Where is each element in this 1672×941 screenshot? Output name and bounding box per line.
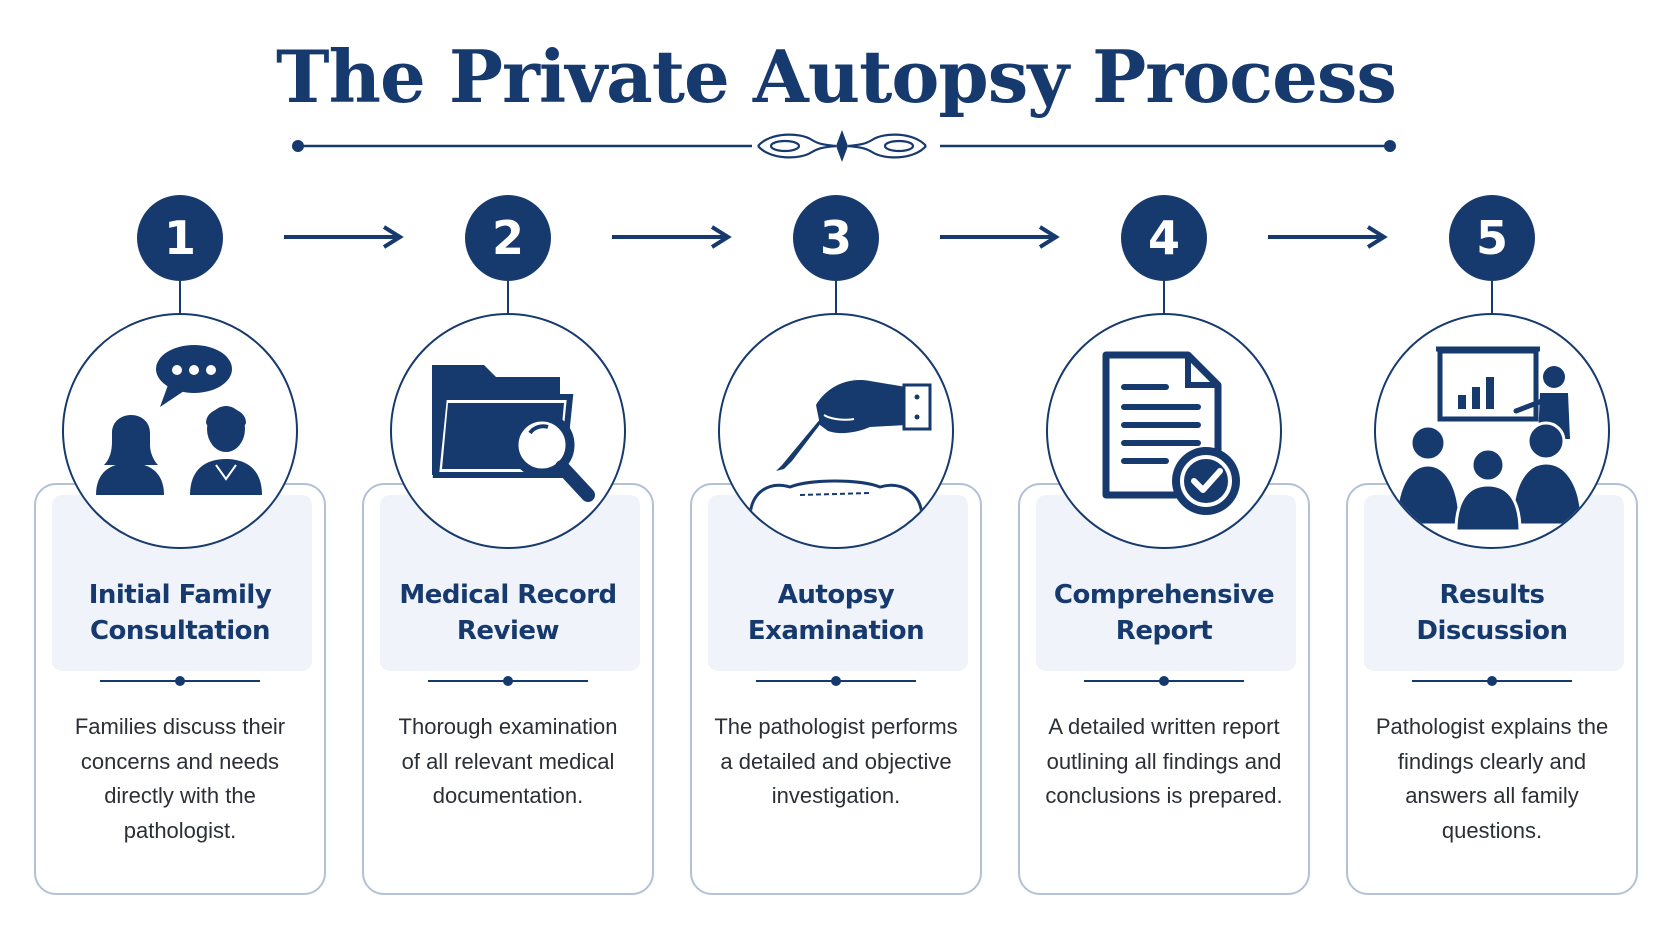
report-check-icon	[1102, 351, 1240, 515]
step-description: The pathologist performs a detailed and …	[714, 714, 958, 808]
step-4: 4 Comprehensive Report A detailed writte…	[1018, 195, 1310, 895]
step-number-badge: 3	[793, 195, 879, 281]
arrow-right-icon	[940, 225, 1060, 249]
title-separator	[1084, 676, 1244, 686]
step-2: 2 Medical Record Review Thorough examina…	[362, 195, 654, 895]
title-separator	[428, 676, 588, 686]
step-number-badge: 4	[1121, 195, 1207, 281]
arrow-right-icon	[1268, 225, 1388, 249]
icon-badge	[62, 313, 298, 549]
step-card	[362, 483, 654, 895]
arrow-right-icon	[284, 225, 404, 249]
step-card	[1346, 483, 1638, 895]
step-number-badge: 1	[137, 195, 223, 281]
step-title: Comprehensive Report	[1053, 580, 1275, 646]
step-title: Autopsy Examination	[747, 580, 925, 646]
icon-badge	[1374, 313, 1610, 549]
connector-line	[1491, 281, 1493, 313]
consultation-icon	[96, 345, 262, 495]
step-description: A detailed written report outlining all …	[1045, 714, 1283, 808]
title-separator	[756, 676, 916, 686]
scalpel-hand-icon	[748, 358, 932, 516]
arrow-right-icon	[612, 225, 732, 249]
step-number-badge: 5	[1449, 195, 1535, 281]
step-3: 3 Autopsy Examination The pathologist pe…	[690, 195, 982, 895]
icon-badge	[718, 313, 954, 549]
folder-search-icon	[432, 365, 595, 502]
title-separator	[100, 676, 260, 686]
icon-badge	[1046, 313, 1282, 549]
step-number-badge: 2	[465, 195, 551, 281]
step-title: Initial Family Consultation	[88, 580, 272, 646]
step-title: Results Discussion	[1416, 580, 1568, 646]
connector-line	[179, 281, 181, 313]
step-description: Pathologist explains the findings clearl…	[1375, 714, 1609, 843]
step-description: Thorough examination of all relevant med…	[398, 714, 618, 808]
step-card	[34, 483, 326, 895]
presentation-icon	[1394, 346, 1584, 533]
step-1: 1 Initial Family Consultation Families d…	[34, 195, 326, 895]
step-5: 5 Results Discussion Pathologi	[1346, 195, 1638, 895]
step-card	[1018, 483, 1310, 895]
page-title: The Private Autopsy Process	[276, 34, 1397, 119]
title-separator	[1412, 676, 1572, 686]
connector-line	[507, 281, 509, 313]
step-description: Families discuss their concerns and need…	[74, 714, 286, 843]
icon-badge	[390, 313, 626, 549]
ornamental-divider	[292, 130, 1396, 162]
connector-line	[835, 281, 837, 313]
step-title: Medical Record Review	[399, 580, 617, 646]
connector-line	[1163, 281, 1165, 313]
step-card	[690, 483, 982, 895]
